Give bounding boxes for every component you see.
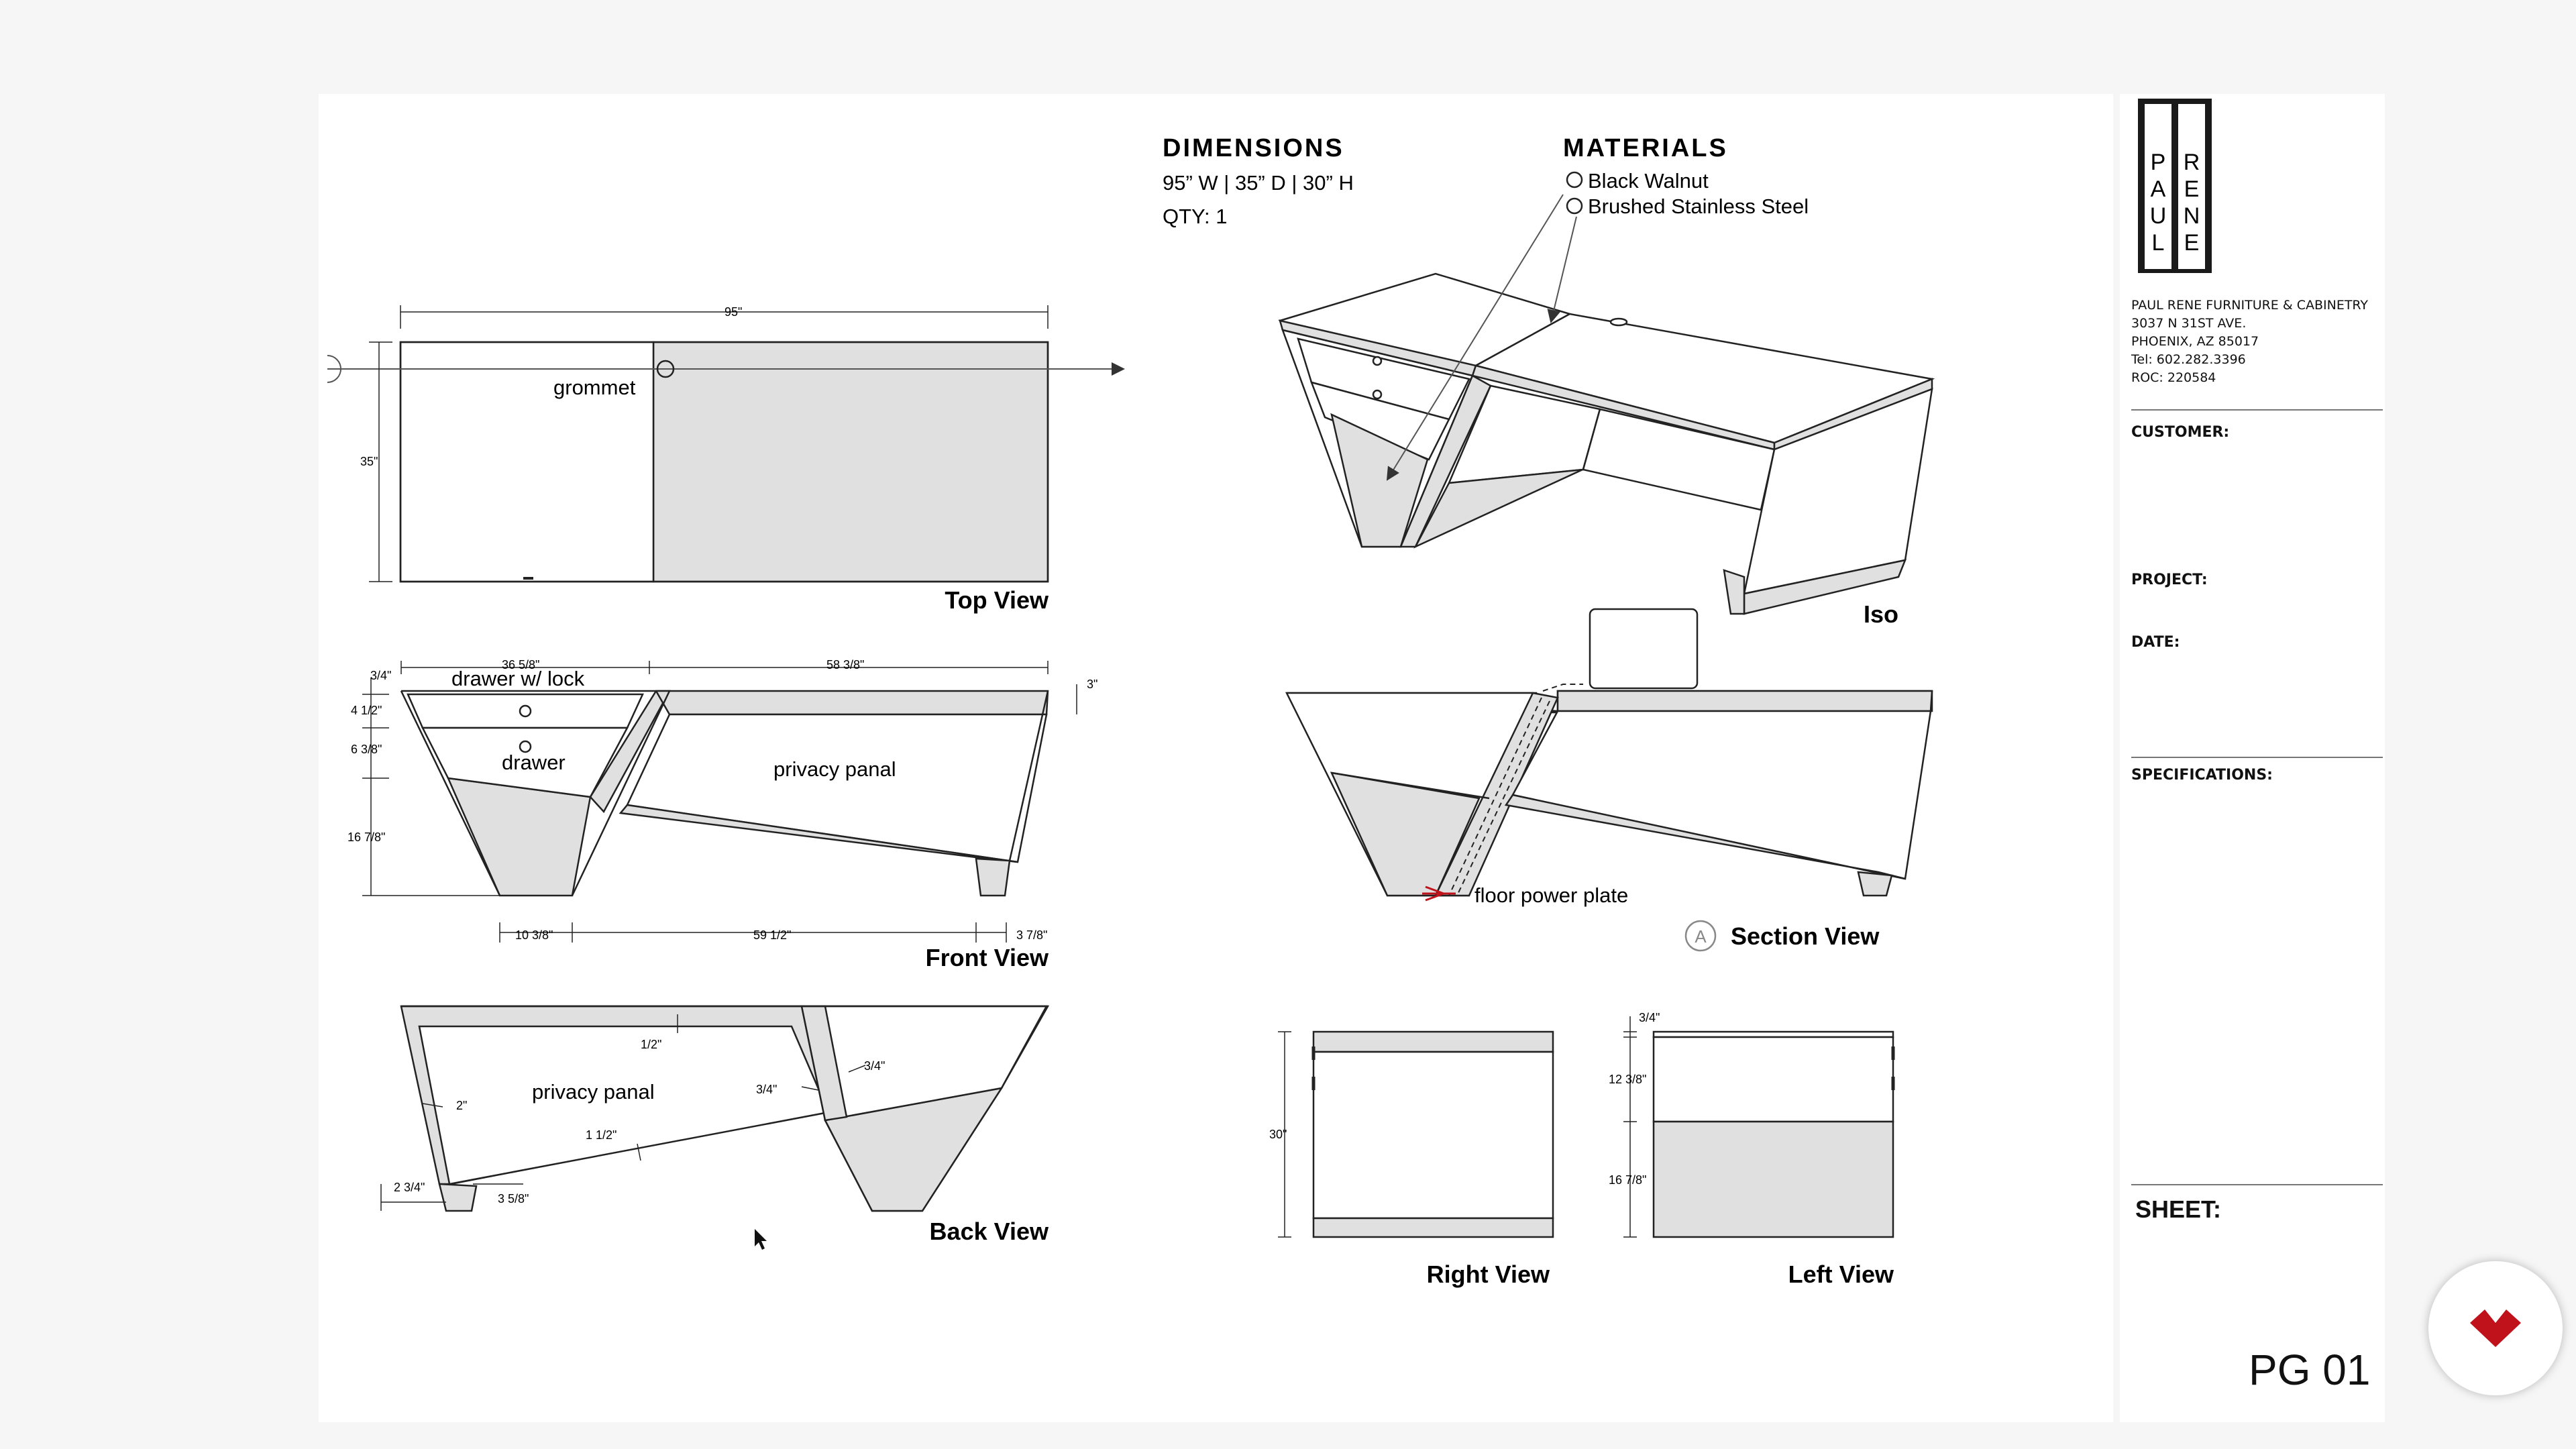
- section-marker-circle: [1684, 920, 1717, 952]
- paul-rene-logo: P A U L R E N E: [2138, 99, 2212, 273]
- back-view-title: Back View: [930, 1218, 1049, 1245]
- material-2-circle: [1566, 197, 1583, 215]
- floor-power-plate-icon: [1422, 885, 1456, 902]
- floor-power-label: floor power plate: [1474, 883, 1628, 907]
- date-field-label: DATE:: [2131, 634, 2180, 651]
- section-marker-letter: A: [1695, 926, 1707, 947]
- material-2: Brushed Stainless Steel: [1588, 195, 1809, 218]
- title-block: [2120, 94, 2385, 1422]
- front-view-title: Front View: [926, 944, 1049, 971]
- dimensions-heading: DIMENSIONS: [1163, 134, 1344, 162]
- material-1: Black Walnut: [1588, 169, 1709, 193]
- top-width-dim: 95": [724, 305, 742, 319]
- right-height-dim: 30": [1269, 1128, 1287, 1141]
- company-tel: Tel: 602.282.3396: [2131, 352, 2246, 367]
- logo-letter: A: [2151, 176, 2166, 202]
- divider: [2131, 409, 2383, 411]
- logo-letter: L: [2152, 230, 2165, 256]
- front-dim-7: 3": [1087, 678, 1097, 691]
- top-depth-dim: 35": [360, 455, 378, 468]
- front-dim-4: 4 1/2": [351, 704, 382, 717]
- front-dim-6: 16 7/8": [347, 830, 385, 844]
- front-dim-1: 36 5/8": [502, 658, 539, 672]
- logo-letter: E: [2184, 176, 2200, 202]
- left-dim-1: 3/4": [1639, 1011, 1660, 1024]
- front-view: [400, 690, 1049, 897]
- top-view: [327, 305, 1125, 583]
- top-view-title: Top View: [945, 586, 1049, 614]
- divider: [2131, 1184, 2383, 1185]
- iso-view: [1278, 272, 1935, 615]
- front-dim-8: 10 3/8": [515, 928, 553, 942]
- customer-field-label: CUSTOMER:: [2131, 424, 2230, 441]
- drawer-lock-label: drawer w/ lock: [451, 667, 585, 690]
- back-dim-7: 3 5/8": [498, 1192, 529, 1205]
- front-dim-2: 58 3/8": [826, 658, 864, 672]
- logo-letter: P: [2151, 150, 2166, 175]
- dimensions-size: 95” W | 35” D | 30” H: [1163, 171, 1354, 195]
- company-address-2: PHOENIX, AZ 85017: [2131, 334, 2259, 349]
- app-badge-button[interactable]: [2428, 1261, 2563, 1395]
- project-field-label: PROJECT:: [2131, 572, 2208, 588]
- back-dim-3: 3/4": [864, 1059, 885, 1073]
- front-dim-5: 6 3/8": [351, 743, 382, 756]
- left-dim-2: 12 3/8": [1609, 1073, 1646, 1086]
- material-1-circle: [1566, 171, 1583, 189]
- logo-letter: R: [2184, 150, 2200, 175]
- back-dim-1: 1/2": [641, 1038, 661, 1051]
- company-address-1: 3037 N 31ST AVE.: [2131, 316, 2247, 331]
- left-view-title: Left View: [1788, 1260, 1894, 1288]
- materials-heading: MATERIALS: [1563, 134, 1728, 162]
- front-dim-9: 59 1/2": [753, 928, 791, 942]
- divider: [2131, 757, 2383, 758]
- right-view-title: Right View: [1427, 1260, 1550, 1288]
- section-view: [1285, 608, 1933, 897]
- logo-letter: N: [2184, 203, 2200, 229]
- section-view-title: Section View: [1731, 922, 1880, 950]
- privacy-panel-back-label: privacy panal: [532, 1080, 655, 1104]
- back-dim-6: 2 3/4": [394, 1181, 425, 1194]
- company-info: PAUL RENE FURNITURE & CABINETRY 3037 N 31…: [2131, 297, 2368, 387]
- iso-view-title: Iso: [1864, 600, 1898, 628]
- back-dim-4: 2": [456, 1099, 467, 1112]
- left-view: [1623, 1016, 1895, 1238]
- front-dimensions: [362, 661, 1077, 943]
- brand-logo-icon: [2470, 1309, 2521, 1347]
- right-view: [1278, 1030, 1554, 1238]
- left-dim-3: 16 7/8": [1609, 1173, 1646, 1187]
- specifications-field-label: SPECIFICATIONS:: [2131, 767, 2273, 784]
- privacy-panel-front-label: privacy panal: [773, 757, 896, 781]
- company-name: PAUL RENE FURNITURE & CABINETRY: [2131, 298, 2369, 313]
- grommet-circle: [656, 360, 675, 378]
- drawer-label: drawer: [502, 751, 566, 774]
- logo-letter: E: [2184, 230, 2200, 256]
- back-view: [400, 1005, 1050, 1212]
- logo-letter: U: [2150, 203, 2167, 229]
- back-dim-2: 3/4": [756, 1083, 777, 1096]
- back-dim-5: 1 1/2": [586, 1128, 616, 1142]
- back-dimensions: [380, 1014, 866, 1211]
- front-dim-10: 3 7/8": [1016, 928, 1047, 942]
- grommet-label: grommet: [553, 376, 636, 399]
- page-number: PG 01: [2249, 1346, 2371, 1394]
- company-roc: ROC: 220584: [2131, 370, 2216, 385]
- cursor-icon: [755, 1229, 767, 1250]
- front-dim-3: 3/4": [370, 669, 391, 682]
- sheet-field-label: SHEET:: [2135, 1195, 2222, 1223]
- dimensions-qty: QTY: 1: [1163, 205, 1227, 228]
